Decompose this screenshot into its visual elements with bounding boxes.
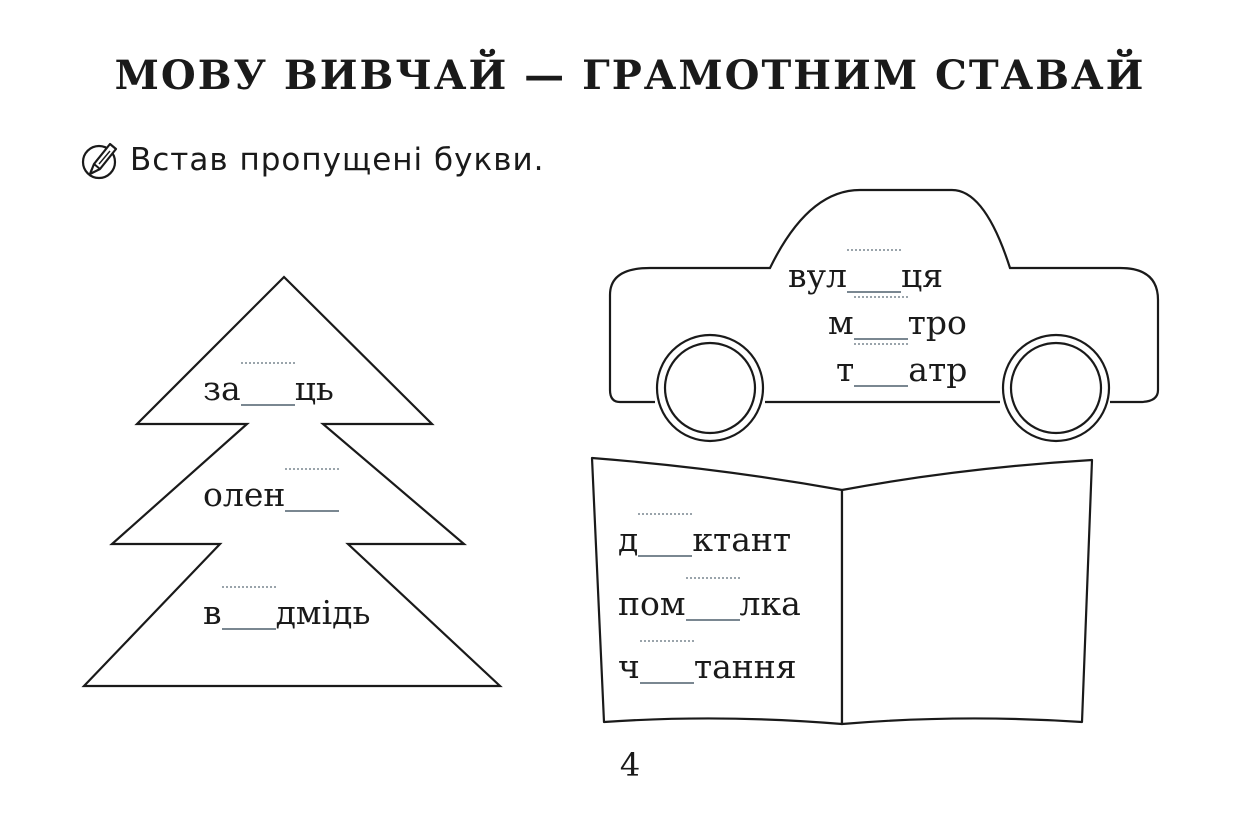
book-word-3: ч тання: [618, 640, 797, 686]
car-word-1: вул ця: [788, 249, 944, 295]
letter-gap[interactable]: [854, 343, 909, 387]
car-wheel-right-inner: [1009, 341, 1103, 435]
word-part: тання: [693, 647, 797, 686]
word-part: за: [203, 369, 241, 408]
word-part: тро: [907, 303, 967, 342]
car-wheel-left-inner: [663, 341, 757, 435]
letter-gap[interactable]: [639, 640, 694, 684]
word-part: лка: [739, 584, 801, 623]
letter-gap[interactable]: [846, 249, 901, 293]
car-wheel-left: [655, 333, 765, 443]
word-part: ктант: [692, 520, 792, 559]
fir-tree-shape: [81, 275, 503, 688]
letter-gap[interactable]: [685, 577, 740, 621]
word-part: ць: [294, 369, 334, 408]
letter-gap[interactable]: [638, 513, 693, 557]
letter-gap[interactable]: [240, 362, 295, 406]
word-part: олен: [203, 475, 286, 514]
letter-gap[interactable]: [285, 468, 340, 512]
word-part: ця: [900, 256, 944, 295]
car-word-2: м тро: [828, 296, 967, 342]
instruction: Встав пропущені букви.: [80, 138, 544, 182]
word-part: м: [828, 303, 854, 342]
book-word-1: д ктант: [618, 513, 792, 559]
letter-gap[interactable]: [221, 586, 276, 630]
car-body-shape: [608, 188, 1160, 404]
page-number: 4: [619, 746, 641, 784]
word-part: в: [203, 593, 222, 632]
pen-icon: [81, 142, 118, 180]
tree-word-2: олен: [203, 468, 340, 514]
book-right-page: [840, 458, 1094, 726]
page-title: МОВУ ВИВЧАЙ — ГРАМОТНИМ СТАВАЙ: [114, 52, 1146, 99]
letter-gap[interactable]: [853, 296, 908, 340]
word-part: атр: [908, 350, 968, 389]
instruction-text: Встав пропущені букви.: [130, 142, 545, 178]
tree-word-3: в дмідь: [203, 586, 371, 632]
word-part: ч: [618, 647, 640, 686]
word-part: дмідь: [275, 593, 371, 632]
word-part: д: [618, 520, 639, 559]
car-word-3: т атр: [836, 343, 968, 389]
word-part: т: [836, 350, 855, 389]
word-part: пом: [618, 584, 686, 623]
car-wheel-right: [1001, 333, 1111, 443]
tree-word-1: за ць: [203, 362, 334, 408]
word-part: вул: [788, 256, 847, 295]
book-word-2: пом лка: [618, 577, 801, 623]
